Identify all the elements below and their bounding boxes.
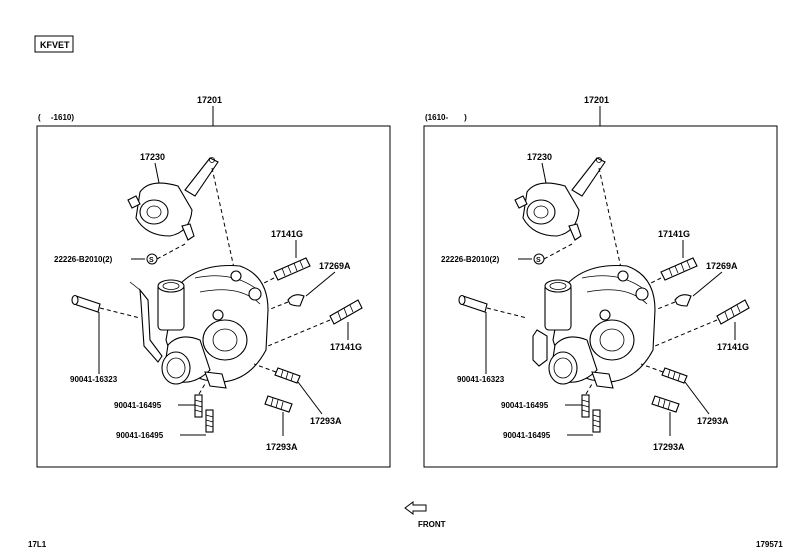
stud-17141g-upper (273, 257, 311, 281)
label-17293a-lower: 17293A (653, 442, 685, 452)
label-90041-16495-a: 90041-16495 (501, 401, 549, 410)
label-17230: 17230 (527, 152, 552, 162)
assembly-number: 17201 (197, 95, 222, 105)
stud-90041-16323 (71, 294, 101, 313)
label-17293a-upper: 17293A (310, 416, 342, 426)
label-17230: 17230 (140, 152, 165, 162)
gasket-17269a (674, 294, 692, 307)
stud-90041-16495-b (592, 409, 601, 433)
assembly-frame (36, 125, 391, 468)
label-17141g-top: 17141G (271, 229, 303, 239)
label-17269a: 17269A (706, 261, 738, 271)
turbocharger (129, 264, 269, 389)
panel-before-1610: 17201 ( -1610) 17230 22226-B2010(2) S (36, 95, 391, 468)
engine-code-text: KFVET (40, 40, 70, 50)
label-17269a: 17269A (319, 261, 351, 271)
stud-17293a-lower (651, 395, 680, 413)
stud-90041-16323 (458, 294, 488, 313)
engine-code-tag: KFVET (34, 35, 74, 53)
stud-17141g-right (329, 299, 363, 325)
stud-17293a-upper (661, 367, 688, 384)
label-clip: 22226-B2010(2) (441, 255, 500, 264)
label-17141g-top: 17141G (658, 229, 690, 239)
label-17293a-upper: 17293A (697, 416, 729, 426)
label-17141g-right: 17141G (717, 342, 749, 352)
stud-17141g-upper (660, 257, 698, 281)
stud-17293a-upper (274, 367, 301, 384)
label-clip: 22226-B2010(2) (54, 255, 113, 264)
label-90041-16495-b: 90041-16495 (116, 431, 164, 440)
label-17293a-lower: 17293A (266, 442, 298, 452)
front-label: FRONT (418, 520, 446, 529)
wastegate-actuator (514, 157, 606, 241)
clip-symbol: S (146, 253, 158, 265)
clip-symbol: S (533, 253, 545, 265)
svg-text:S: S (149, 257, 154, 264)
label-90041-16323: 90041-16323 (457, 375, 505, 384)
svg-text:S: S (536, 257, 541, 264)
stud-90041-16495-a (581, 394, 590, 418)
stud-90041-16495-a (194, 394, 203, 418)
stud-17293a-lower (264, 395, 293, 413)
footer-left-code: 17L1 (28, 540, 47, 549)
assembly-number: 17201 (584, 95, 609, 105)
date-range: ( -1610) (38, 113, 74, 122)
wastegate-actuator (127, 157, 219, 241)
label-90041-16495-b: 90041-16495 (503, 431, 551, 440)
date-range: (1610- ) (425, 113, 467, 122)
gasket-17269a (287, 294, 305, 307)
label-90041-16323: 90041-16323 (70, 375, 118, 384)
assembly-frame (423, 125, 778, 468)
label-90041-16495-a: 90041-16495 (114, 401, 162, 410)
front-arrow-icon (404, 501, 427, 515)
turbocharger (532, 264, 656, 389)
stud-90041-16495-b (205, 409, 214, 433)
footer-right-code: 179571 (756, 540, 783, 549)
stud-17141g-right (716, 299, 750, 325)
label-17141g-right: 17141G (330, 342, 362, 352)
panel-after-1610: 17201 (1610- ) 17230 22226-B2010(2) S (423, 95, 778, 468)
